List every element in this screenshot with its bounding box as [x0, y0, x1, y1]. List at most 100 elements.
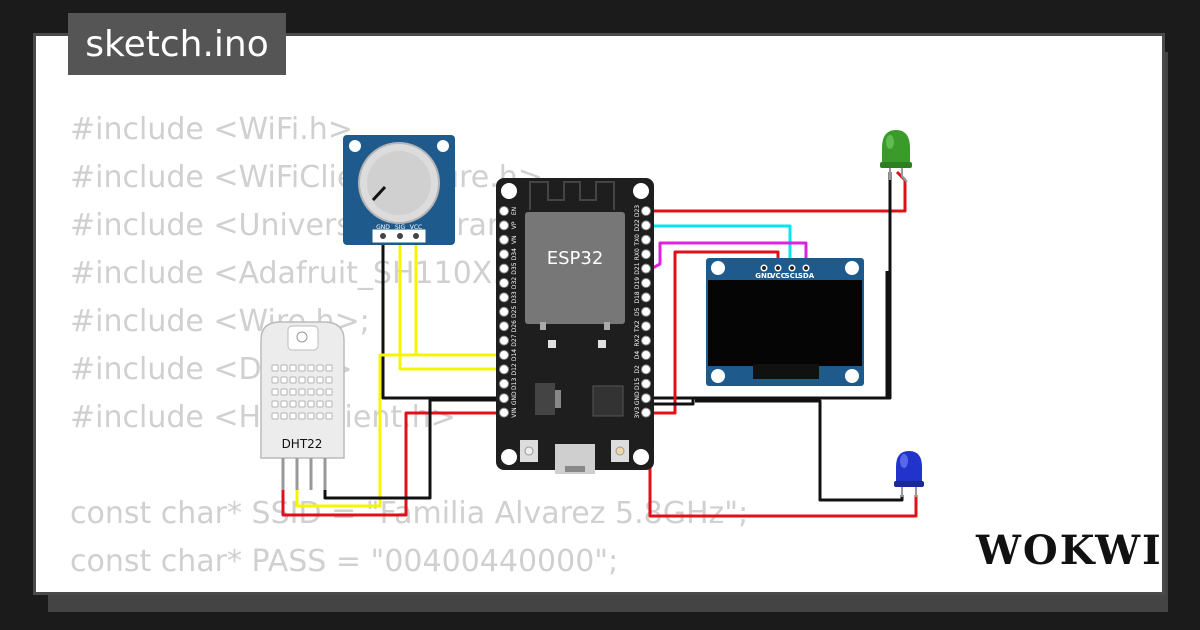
- esp32-pin-label: D35: [511, 262, 518, 274]
- dht22-vent-hole: [289, 388, 297, 396]
- pot-pin-vcc: VCC: [410, 224, 422, 231]
- oled-pin-sda: SDA: [798, 272, 815, 280]
- wokwi-logo: WOKWI: [976, 527, 1163, 574]
- esp32-pin-header: [499, 234, 509, 245]
- dht22-vent-hole: [307, 400, 315, 408]
- esp32-pin-header: [641, 378, 651, 389]
- dht22-vent-hole: [289, 412, 297, 420]
- esp32-pin-label: D18: [634, 291, 641, 303]
- esp32-pin-header: [499, 278, 509, 288]
- esp32-pin-label: GND: [634, 391, 641, 405]
- esp32-pin-label: D33: [511, 291, 518, 303]
- esp32-pin-label: VIN: [511, 407, 518, 417]
- oled-screen: [708, 280, 862, 366]
- esp32-pin-header: [499, 249, 509, 260]
- pot-knob-indicator: [371, 185, 387, 202]
- esp32-pin-label: D34: [511, 248, 518, 260]
- esp32-pin-label: EN: [511, 207, 518, 215]
- esp32-pin-header: [641, 321, 651, 332]
- esp32-pin-label: D14: [511, 349, 518, 361]
- dht22-vent-hole: [307, 376, 315, 384]
- wire-oled-gnd: [647, 271, 889, 406]
- esp32-pin-label: VN: [511, 236, 518, 245]
- esp32-left-pins: ENVPVND34D35D32D33D25D26D27D14D12D13GNDV…: [499, 206, 518, 418]
- esp32-pin-header: [499, 321, 509, 332]
- esp32-pin-header: [641, 364, 651, 375]
- esp32-pin-header: [499, 263, 509, 274]
- dht22-sensor: DHT22: [260, 321, 345, 490]
- esp32-pin-header: [499, 335, 509, 346]
- esp32-pin-header: [641, 234, 651, 245]
- dht22-vent-hole: [280, 376, 288, 384]
- dht22-vent-hole: [271, 400, 279, 408]
- dht22-vent-hole: [280, 400, 288, 408]
- esp32-pin-header: [499, 350, 509, 360]
- esp32-pin-label: TX0: [634, 234, 641, 247]
- esp32-pin-label: D27: [511, 334, 518, 346]
- wire-dht-red: [281, 411, 500, 517]
- dht22-vent-hole: [289, 400, 297, 408]
- oled-display: GND VCC SCL SDA: [706, 258, 864, 386]
- esp32-label: ESP32: [547, 248, 604, 269]
- dht22-label: DHT22: [282, 437, 323, 451]
- esp32-pin-header: [641, 249, 651, 260]
- dht22-vent-hole: [289, 376, 297, 384]
- dht22-vent-hole: [298, 388, 306, 396]
- wire-led1-red: [647, 170, 907, 213]
- wire-oled-sda: [646, 241, 808, 273]
- esp32-pin-header: [499, 206, 509, 216]
- esp32-pin-label: D25: [511, 305, 518, 317]
- code-line: const char* SSID = "Familia Alvarez 5.8G…: [70, 496, 749, 531]
- esp32-pin-label: D23: [634, 205, 641, 217]
- esp32-pin-header: [499, 292, 509, 303]
- dht22-vent-hole: [325, 400, 333, 408]
- code-line: #include <Adafruit_SH110X.h>: [70, 256, 547, 291]
- dht22-vent-hole: [271, 364, 279, 372]
- esp32-pin-label: GND: [511, 391, 518, 405]
- esp32-pin-header: [641, 335, 651, 346]
- esp32-pin-header: [641, 393, 651, 404]
- esp32-pin-header: [641, 263, 651, 274]
- esp32-pin-label: D4: [634, 351, 641, 360]
- esp32-pin-header: [499, 220, 509, 231]
- esp32-pin-label: D21: [634, 262, 641, 274]
- esp32-pin-header: [641, 220, 651, 231]
- dht22-vent-hole: [307, 364, 315, 372]
- dht22-vent-hole: [280, 364, 288, 372]
- esp32-pin-label: D26: [511, 320, 518, 332]
- esp32-pin-header: [499, 407, 509, 418]
- dht22-vent-hole: [298, 364, 306, 372]
- dht22-vent-grid: [271, 364, 333, 420]
- code-line: const char* PASS = "00400440000";: [70, 544, 619, 579]
- wires: [281, 170, 918, 518]
- dht22-vent-hole: [298, 412, 306, 420]
- wire-dht-black: [323, 398, 500, 500]
- code-line: #include <WiFi.h>: [70, 112, 353, 147]
- dht22-vent-hole: [316, 364, 324, 372]
- wire-led2-red: [647, 366, 918, 518]
- dht22-vent-hole: [325, 376, 333, 384]
- esp32-pin-label: D12: [511, 363, 518, 375]
- dht22-vent-hole: [316, 400, 324, 408]
- esp32-pin-label: VP: [511, 221, 518, 229]
- esp32-pin-label: TX2: [634, 320, 641, 333]
- sketch-filename[interactable]: sketch.ino: [68, 13, 286, 75]
- led-blue: [894, 451, 924, 497]
- pot-pin-gnd: GND: [376, 224, 390, 231]
- oled-pin-scl: SCL: [785, 272, 800, 280]
- esp32-pin-header: [641, 206, 651, 216]
- esp32-pin-header: [641, 278, 651, 288]
- esp32-pin-label: D22: [634, 219, 641, 231]
- led-green: [880, 130, 912, 183]
- potentiometer: GND SIG VCC: [343, 135, 455, 245]
- esp32-pin-label: D32: [511, 277, 518, 289]
- wire-pot-sig: [398, 243, 500, 371]
- dht22-vent-hole: [280, 388, 288, 396]
- esp32-pin-label: D2: [634, 365, 641, 374]
- esp32-pin-label: 3V3: [634, 407, 641, 419]
- esp32-pin-header: [499, 393, 509, 404]
- wire-dht-yellow: [295, 353, 500, 508]
- dht22-vent-hole: [298, 376, 306, 384]
